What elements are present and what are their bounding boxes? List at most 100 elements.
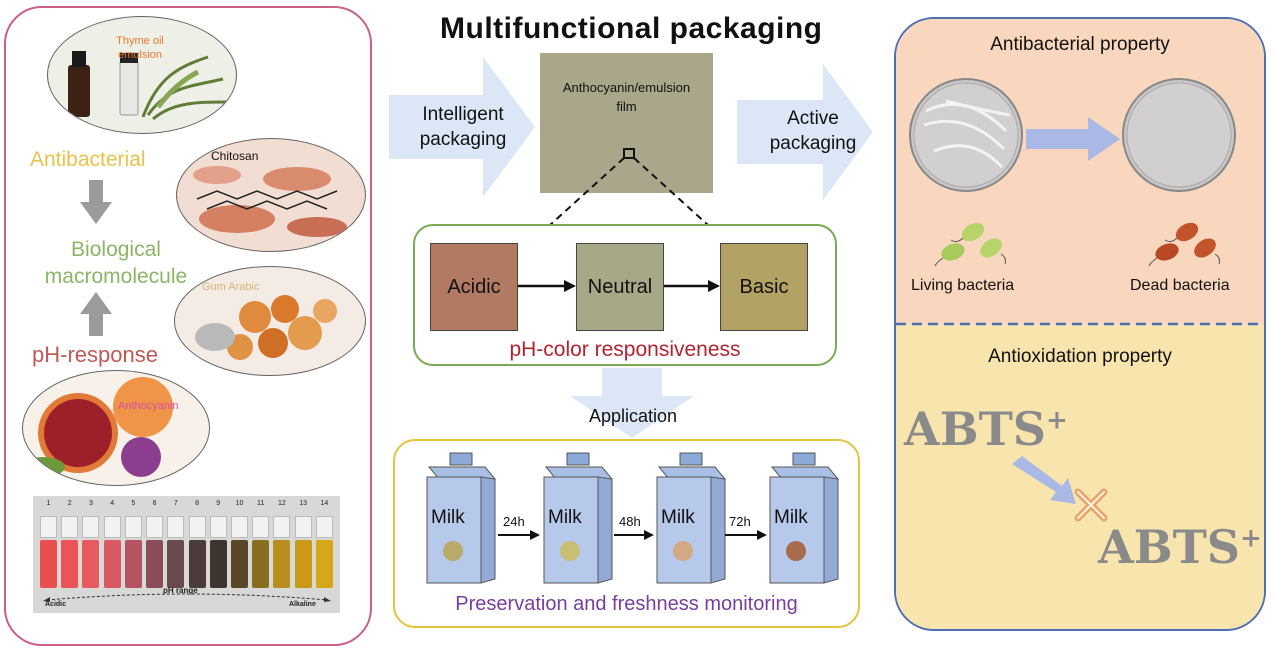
abts-text: ABTS <box>904 402 1047 456</box>
film-label: Anthocyanin/emulsion film <box>540 78 713 116</box>
vial-liquid <box>315 540 333 588</box>
vial-cap <box>167 516 185 538</box>
vial-cap <box>40 516 57 538</box>
vial-12: 12 <box>272 500 291 590</box>
vial-liquid <box>40 540 57 588</box>
intelligent-line1: Intelligent <box>422 104 504 125</box>
vial-cap <box>230 516 248 538</box>
petri-dish-dead <box>1122 78 1236 192</box>
section-divider <box>896 322 1264 326</box>
active-line2: packaging <box>769 133 857 154</box>
vial-13: 13 <box>294 500 313 590</box>
active-line1: Active <box>787 108 839 129</box>
ph-response-label: pH-response <box>32 342 158 367</box>
living-bacteria-label: Living bacteria <box>911 277 1015 294</box>
arrow-right-icon <box>614 530 654 540</box>
antioxidation-section <box>896 325 1264 629</box>
milk-carton: Milk <box>538 451 614 587</box>
vial-number: 10 <box>235 500 244 507</box>
vial-liquid <box>209 540 227 588</box>
vial-number: 7 <box>173 500 178 507</box>
alkaline-end-text: Alkaline <box>289 601 316 608</box>
dead-bacteria-label: Dead bacteria <box>1130 277 1230 294</box>
vial-1: 1 <box>39 500 58 590</box>
intelligent-line2: packaging <box>419 129 507 150</box>
vial-cap <box>61 516 79 538</box>
vial-8: 8 <box>188 500 207 590</box>
milk-label: Milk <box>661 507 695 528</box>
vial-9: 9 <box>209 500 228 590</box>
page-title: Multifunctional packaging <box>440 12 823 45</box>
milk-carton: Milk <box>421 451 497 587</box>
hour-label-24h: 24h <box>503 514 525 529</box>
arrow-right-icon <box>498 530 540 540</box>
vial-number: 8 <box>195 500 199 507</box>
vial-liquid <box>167 540 185 588</box>
ph-color-box <box>413 224 837 366</box>
gum-arabic-image <box>174 266 366 376</box>
application-box <box>393 439 860 628</box>
vial-7: 7 <box>166 500 185 590</box>
acidic-swatch: Acidic <box>430 243 518 331</box>
active-arrow-icon <box>737 64 873 200</box>
abts-sup: + <box>1046 405 1068 436</box>
gum-arabic-illustration <box>195 295 337 360</box>
abts-scavenged-text: ABTS+ <box>1098 520 1262 574</box>
zoom-lines <box>549 148 709 226</box>
application-caption: Preservation and freshness monitoring <box>455 593 798 615</box>
diagonal-arrow-icon <box>1012 456 1076 504</box>
living-bacteria-icon <box>934 222 1006 267</box>
vial-number: 3 <box>88 500 93 507</box>
vial-cap <box>103 516 121 538</box>
vial-number: 2 <box>67 500 72 507</box>
vial-4: 4 <box>103 500 122 590</box>
thyme-oil-label: Thyme oil emulsion <box>95 34 185 62</box>
milk-label: Milk <box>774 507 808 528</box>
vial-5: 5 <box>124 500 143 590</box>
vial-liquid <box>294 540 312 588</box>
vial-2: 2 <box>60 500 79 590</box>
abts-sup: + <box>1240 523 1262 554</box>
vial-cap <box>294 516 312 538</box>
milk-carton-illustration <box>426 452 497 584</box>
vial-14: 14 <box>315 500 334 590</box>
milk-carton: Milk <box>764 451 840 587</box>
vial-3: 3 <box>81 500 100 590</box>
left-panel <box>4 6 372 646</box>
chitosan-image <box>176 138 366 252</box>
milk-label: Milk <box>548 507 582 528</box>
milk-carton-illustration <box>543 452 614 584</box>
chitosan-label: Chitosan <box>211 149 259 163</box>
vial-cap <box>273 516 291 538</box>
down-arrow-icon <box>80 180 112 224</box>
application-label: Application <box>588 406 678 426</box>
cross-icon <box>1074 488 1108 522</box>
vial-cap <box>124 516 142 538</box>
vial-number: 11 <box>257 500 265 507</box>
film-line1: Anthocyanin/emulsion <box>562 80 691 95</box>
neutral-swatch: Neutral <box>576 243 664 331</box>
vial-number: 4 <box>110 500 115 507</box>
vial-liquid <box>124 540 142 588</box>
petri-dish-living <box>909 78 1023 192</box>
gum-arabic-label: Gum Arabic <box>202 281 260 293</box>
biological-text: Biological <box>71 238 161 261</box>
vial-number: 14 <box>320 500 329 507</box>
macromolecule-text: macromolecule <box>44 265 188 288</box>
vial-11: 11 <box>251 500 270 590</box>
film-box <box>540 53 713 193</box>
vial-liquid <box>103 540 121 588</box>
vial-cap <box>82 516 100 538</box>
ph-range-arrow-icon <box>43 593 331 602</box>
vial-number: 6 <box>152 500 157 507</box>
intelligent-arrow-icon <box>389 57 535 197</box>
up-arrow-icon <box>80 292 112 336</box>
vial-number: 1 <box>46 500 51 507</box>
vial-number: 5 <box>131 500 136 507</box>
abts-text: ABTS <box>1098 520 1241 574</box>
vial-liquid <box>146 540 164 588</box>
antibacterial-title: Antibacterial property <box>990 34 1170 55</box>
vial-cap <box>252 516 270 538</box>
thyme-line1: Thyme oil <box>116 35 164 47</box>
